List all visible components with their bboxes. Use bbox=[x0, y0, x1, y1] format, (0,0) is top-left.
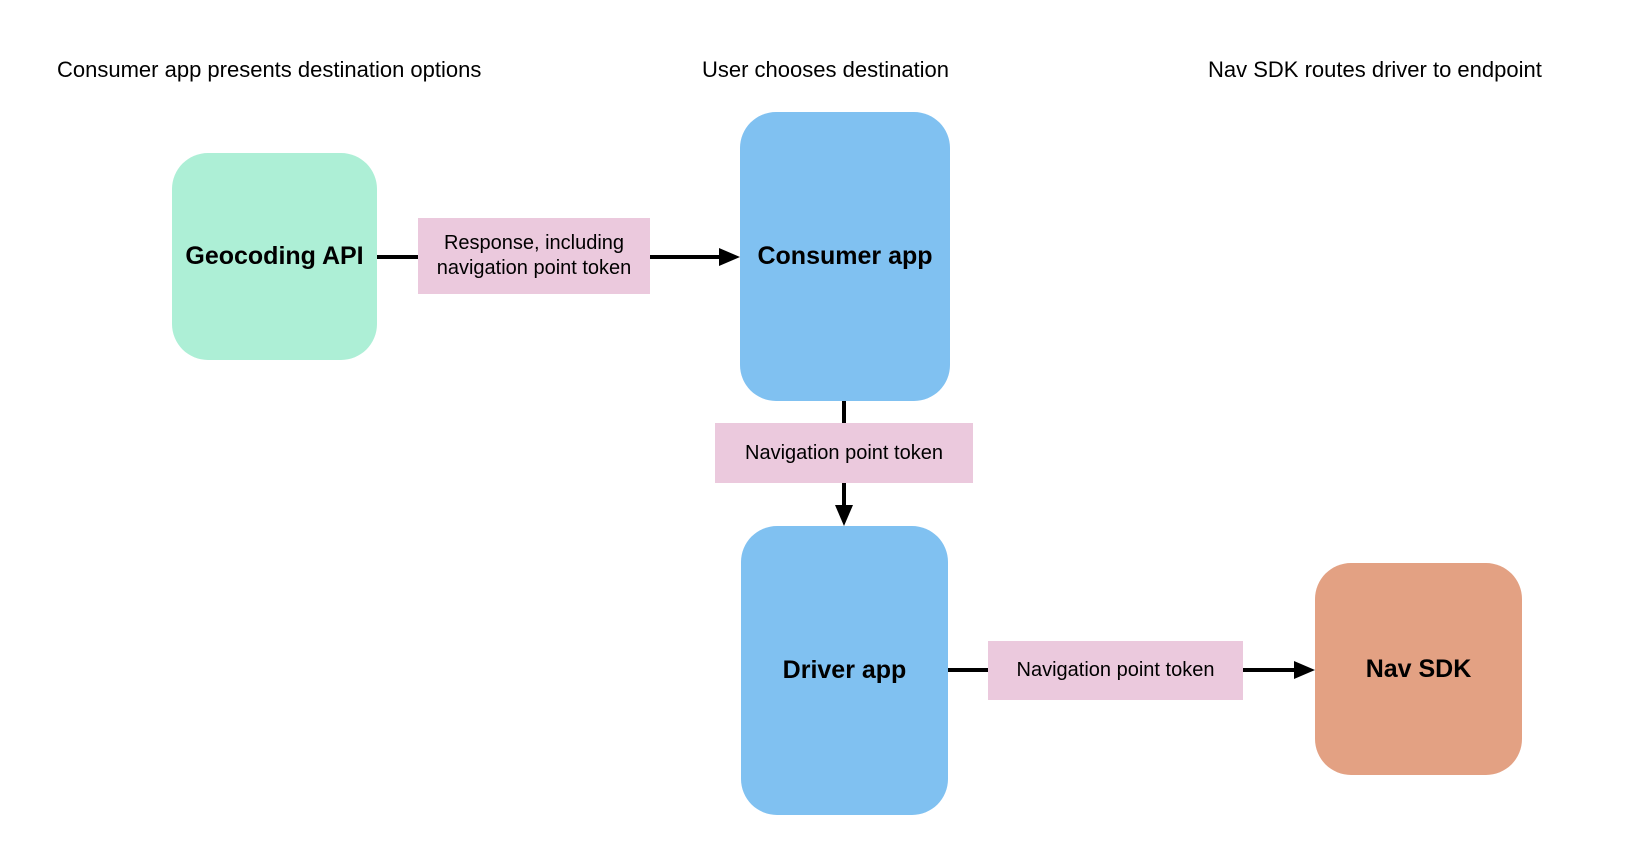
column-header-user-chooses: User chooses destination bbox=[702, 57, 950, 82]
edge-label-token-mid-text: Navigation point token bbox=[745, 441, 943, 464]
node-driver-app: Driver app bbox=[741, 526, 948, 815]
edge-label-response-including-token: Response, including navigation point tok… bbox=[418, 218, 650, 294]
arrowhead-right-icon bbox=[1294, 661, 1315, 679]
edge-label-response-text: Response, including navigation point tok… bbox=[436, 232, 632, 279]
node-nav-sdk: Nav SDK bbox=[1315, 563, 1522, 775]
arrowhead-right-icon bbox=[719, 248, 740, 266]
edge-token-navsdk-line bbox=[1243, 668, 1295, 672]
edge-token-driver-line bbox=[842, 483, 846, 507]
edge-driver-token-line bbox=[948, 668, 988, 672]
node-driver-app-label: Driver app bbox=[782, 656, 907, 684]
edge-geocoding-response-line bbox=[377, 255, 418, 259]
edge-label-token-right-text: Navigation point token bbox=[1016, 659, 1215, 681]
column-header-consumer-presents: Consumer app presents destination option… bbox=[57, 57, 482, 82]
edge-label-navigation-point-token-right: Navigation point token bbox=[988, 641, 1243, 700]
edge-response-consumer-line bbox=[650, 255, 722, 259]
node-nav-sdk-label: Nav SDK bbox=[1365, 654, 1472, 683]
node-consumer-app: Consumer app bbox=[740, 112, 950, 401]
arrowhead-down-icon bbox=[835, 505, 853, 526]
node-geocoding-api: Geocoding API bbox=[172, 153, 377, 360]
node-geocoding-api-label: Geocoding API bbox=[185, 242, 364, 270]
edge-consumer-token-line bbox=[842, 401, 846, 423]
node-consumer-app-label: Consumer app bbox=[757, 242, 933, 270]
edge-label-navigation-point-token-mid: Navigation point token bbox=[715, 423, 973, 483]
column-header-nav-sdk-routes: Nav SDK routes driver to endpoint bbox=[1208, 57, 1542, 82]
